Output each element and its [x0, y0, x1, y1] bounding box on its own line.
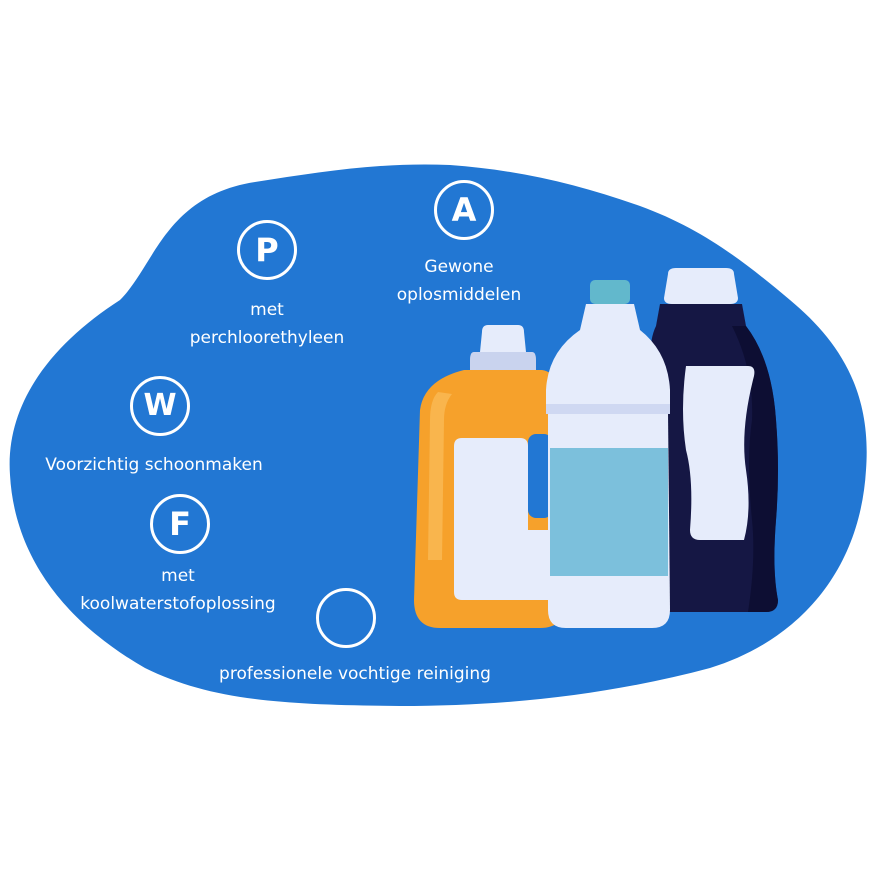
- dark-bottle-label: [683, 366, 755, 540]
- white-bleach-bottle-icon: [546, 280, 670, 628]
- symbol-label-gewone-oplosmiddelen: Gewone oplosmiddelen: [397, 253, 521, 309]
- label-line: Voorzichtig schoonmaken: [45, 455, 263, 475]
- white-bottle-label: [550, 448, 668, 576]
- circle-letter-f-icon: F: [150, 494, 210, 554]
- white-bottle-shoulder: [546, 330, 670, 412]
- circle-letter-w-icon: W: [130, 376, 190, 436]
- symbol-label-voorzichtig-schoonmaken: Voorzichtig schoonmaken: [45, 451, 262, 479]
- dark-bottle-shadow: [732, 326, 778, 612]
- orange-bottle-cap-ring: [470, 352, 536, 370]
- orange-bottle-highlight: [428, 392, 452, 560]
- label-line: koolwaterstofoplossing: [80, 594, 276, 614]
- label-line: professionele vochtige reiniging: [219, 664, 491, 684]
- orange-detergent-bottle-icon: [414, 325, 566, 628]
- orange-bottle-handle-hole: [528, 434, 552, 518]
- symbol-letter: F: [169, 505, 191, 543]
- label-line: met: [161, 566, 195, 586]
- symbol-letter: P: [255, 231, 279, 269]
- symbol-letter: W: [143, 388, 177, 423]
- dark-detergent-bottle-icon: [650, 268, 778, 612]
- dark-bottle-neck: [656, 304, 746, 326]
- symbol-letter: A: [451, 191, 477, 229]
- orange-bottle-label: [454, 438, 550, 600]
- white-bottle-neck: [580, 304, 640, 330]
- orange-bottle-cap: [480, 325, 526, 352]
- dark-bottle-cap: [664, 268, 738, 304]
- symbol-label-koolwaterstofoplossing: met koolwaterstofoplossing: [80, 562, 275, 618]
- white-bottle-band: [546, 404, 670, 414]
- circle-letter-a-icon: A: [434, 180, 494, 240]
- label-line: Gewone: [424, 257, 494, 277]
- label-line: oplosmiddelen: [396, 285, 522, 305]
- label-line: met: [250, 300, 284, 320]
- circle-letter-p-icon: P: [237, 220, 297, 280]
- label-line: perchloorethyleen: [189, 328, 345, 348]
- white-bottle-cap: [590, 280, 630, 304]
- symbol-label-perchloorethyleen: met perchloorethyleen: [190, 296, 345, 352]
- symbol-label-professionele-vochtige-reiniging: professionele vochtige reiniging: [219, 660, 491, 688]
- empty-circle-icon: [316, 588, 376, 648]
